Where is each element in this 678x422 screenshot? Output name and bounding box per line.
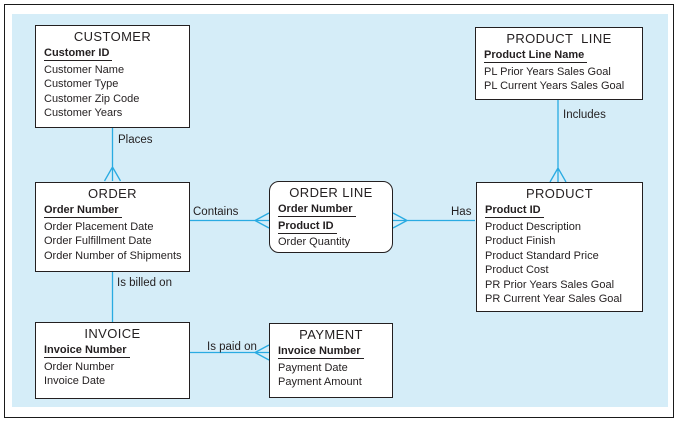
relationship-label-places: Places xyxy=(118,134,153,146)
attribute-text: Customer Years xyxy=(44,107,123,119)
entity-order: ORDER Order Number Order Placement Date … xyxy=(35,182,190,272)
attribute-row: Payment Date xyxy=(278,361,384,376)
entity-invoice: INVOICE Invoice Number Order Number Invo… xyxy=(35,322,190,399)
attribute-text: Product Cost xyxy=(485,264,549,276)
relationship-label-includes: Includes xyxy=(563,109,606,121)
attribute-text: Customer Type xyxy=(44,78,119,90)
attribute-row: Customer Name xyxy=(44,63,181,78)
attribute-row: Product ID xyxy=(485,203,634,220)
attribute-row: Product Line Name xyxy=(484,48,634,65)
entity-invoice-title: INVOICE xyxy=(84,326,141,341)
attribute-text: Product ID xyxy=(278,220,337,234)
attribute-text: Order Quantity xyxy=(278,236,351,248)
attribute-text: Invoice Date xyxy=(44,375,106,387)
entity-order-line: ORDER LINE Order Number Product ID Order… xyxy=(269,181,393,253)
attribute-row: Order Quantity xyxy=(278,235,384,250)
attribute-row: Order Fulfillment Date xyxy=(44,234,181,249)
attribute-row: Invoice Number xyxy=(278,344,384,361)
entity-payment-title: PAYMENT xyxy=(299,327,363,342)
attribute-row: PL Prior Years Sales Goal xyxy=(484,65,634,80)
attribute-text: PR Current Year Sales Goal xyxy=(485,293,622,305)
relationship-label-is-billed-on: Is billed on xyxy=(117,277,172,289)
relationship-label-contains: Contains xyxy=(193,206,239,218)
attribute-row: Product Description xyxy=(485,220,634,235)
attribute-text: PL Prior Years Sales Goal xyxy=(484,65,611,78)
attribute-row: PR Current Year Sales Goal xyxy=(485,292,634,307)
attribute-text: Product Line Name xyxy=(484,49,588,63)
attribute-text: Customer Name xyxy=(44,63,125,76)
attribute-text: Product Standard Price xyxy=(485,249,599,262)
attribute-text: PL Current Years Sales Goal xyxy=(484,80,625,92)
entity-product: PRODUCT Product ID Product Description P… xyxy=(476,182,643,312)
attribute-row: Order Number xyxy=(44,360,181,375)
attribute-text: Product ID xyxy=(485,204,544,218)
attribute-row: Customer Years xyxy=(44,106,181,121)
attribute-text: PR Prior Years Sales Goal xyxy=(485,278,615,291)
attribute-text: Invoice Number xyxy=(278,345,364,359)
entity-product-line-title: PRODUCT LINE xyxy=(506,31,612,46)
attribute-row: Product Cost xyxy=(485,263,634,278)
attribute-row: Order Number of Shipments xyxy=(44,249,182,264)
attribute-text: Order Placement Date xyxy=(44,220,154,233)
attribute-text: Order Number xyxy=(278,203,356,217)
entity-customer-title: CUSTOMER xyxy=(73,29,152,44)
entity-order-line-title: ORDER LINE xyxy=(289,185,373,200)
attribute-text: Product Description xyxy=(485,220,581,233)
attribute-text: Invoice Number xyxy=(44,344,130,358)
attribute-row: Product Finish xyxy=(485,234,634,249)
entity-product-line: PRODUCT LINE Product Line Name PL Prior … xyxy=(475,27,643,100)
attribute-row: Invoice Date xyxy=(44,374,181,389)
attribute-text: Payment Date xyxy=(278,361,348,374)
attribute-text: Order Number xyxy=(44,360,115,373)
attribute-text: Product Finish xyxy=(485,235,556,247)
attribute-row: Customer ID xyxy=(44,46,181,63)
entity-payment: PAYMENT Invoice Number Payment Date Paym… xyxy=(269,323,393,398)
attribute-row: Customer Type xyxy=(44,77,181,92)
attribute-row: Customer Zip Code xyxy=(44,92,181,107)
attribute-row: Invoice Number xyxy=(44,343,181,360)
entity-product-title: PRODUCT xyxy=(525,186,594,201)
attribute-row: Product ID xyxy=(278,219,384,236)
attribute-row: Order Number xyxy=(278,202,384,219)
attribute-row: PR Prior Years Sales Goal xyxy=(485,278,634,293)
attribute-text: Order Number of Shipments xyxy=(44,249,182,262)
attribute-row: PL Current Years Sales Goal xyxy=(484,79,634,94)
attribute-row: Product Standard Price xyxy=(485,249,634,264)
attribute-text: Customer ID xyxy=(44,47,113,61)
attribute-text: Payment Amount xyxy=(278,376,362,388)
entity-order-title: ORDER xyxy=(88,186,137,201)
attribute-text: Order Number xyxy=(44,204,122,218)
attribute-row: Order Number xyxy=(44,203,181,220)
attribute-row: Payment Amount xyxy=(278,375,384,390)
entity-customer: CUSTOMER Customer ID Customer Name Custo… xyxy=(35,25,190,128)
attribute-text: Customer Zip Code xyxy=(44,92,140,105)
attribute-row: Order Placement Date xyxy=(44,220,181,235)
relationship-label-has: Has xyxy=(451,206,472,218)
attribute-text: Order Fulfillment Date xyxy=(44,235,152,247)
relationship-label-is-paid-on: Is paid on xyxy=(207,341,257,353)
